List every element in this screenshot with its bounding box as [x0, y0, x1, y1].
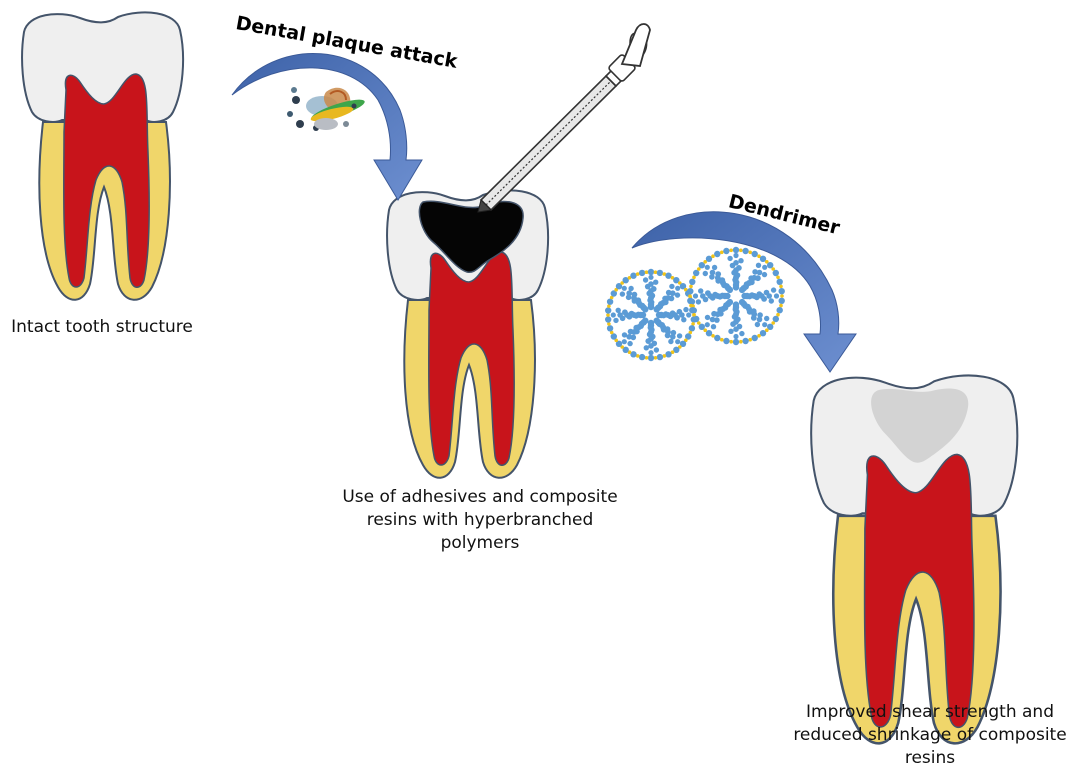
caption-intact-tooth: Intact tooth structure [4, 316, 200, 339]
tooth-cavity [387, 190, 548, 477]
bacteria-cluster-icon [287, 87, 366, 131]
caption-adhesives: Use of adhesives and composite resins wi… [330, 486, 630, 555]
tooth-intact [22, 12, 183, 299]
dendrimer-molecule-icon [605, 269, 697, 361]
dendrimer-molecule-icon [605, 247, 785, 361]
caption-improved-strength: Improved shear strength and reduced shri… [790, 701, 1070, 770]
dental-syringe-icon [478, 24, 650, 212]
dendrimer-molecule-icon [687, 247, 785, 345]
tooth-restored [811, 375, 1017, 743]
